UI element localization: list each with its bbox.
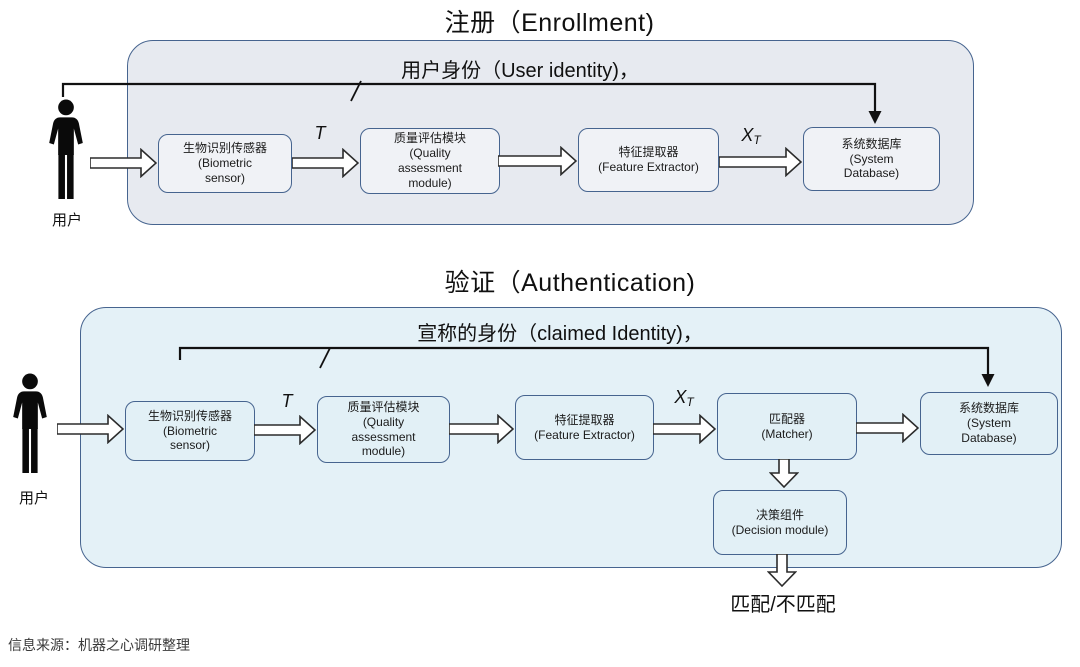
x-var-subscript: T [753, 133, 761, 147]
flow-arrow-icon [90, 148, 157, 178]
enrollment-template-var: T [305, 123, 335, 144]
t-var-label: T [281, 391, 293, 411]
authentication-feature-var: XT [666, 387, 702, 409]
flow-arrow-icon [292, 148, 359, 178]
flow-arrow-icon [57, 414, 124, 444]
enrollment-system-database-box: 系统数据库 (System Database) [803, 127, 940, 191]
flow-arrow-icon [856, 413, 919, 443]
authentication-feature-extractor-box: 特征提取器 (Feature Extractor) [515, 395, 654, 460]
authentication-biometric-sensor-box: 生物识别传感器 (Biometric sensor) [125, 401, 255, 461]
authentication-template-var: T [272, 391, 302, 412]
flow-arrow-down-icon [767, 554, 797, 587]
enrollment-identity-label: 用户身份（User identity)， [401, 60, 639, 82]
authentication-system-database-box: 系统数据库 (System Database) [920, 392, 1058, 455]
t-var-label: T [314, 123, 326, 143]
authentication-decision-module-box: 决策组件 (Decision module) [713, 490, 847, 555]
user-icon [13, 373, 47, 473]
enrollment-biometric-sensor-box: 生物识别传感器 (Biometric sensor) [158, 134, 292, 193]
enrollment-feature-extractor-box: 特征提取器 (Feature Extractor) [578, 128, 719, 192]
authentication-quality-assessment-box: 质量评估模块 (Quality assessment module) [317, 396, 450, 463]
flow-arrow-down-icon [769, 459, 799, 488]
source-note: 信息来源：机器之心调研整理 [8, 637, 190, 653]
authentication-user-label: 用户 [18, 490, 49, 507]
x-var-subscript: T [686, 395, 694, 409]
user-icon [49, 99, 83, 199]
enrollment-feature-var: XT [733, 125, 769, 147]
authentication-title: 验证（Authentication) [444, 269, 696, 297]
authentication-matcher-box: 匹配器 (Matcher) [717, 393, 857, 460]
authentication-identity-label: 宣称的身份（claimed Identity)， [417, 323, 703, 345]
flow-arrow-icon [719, 147, 802, 177]
flow-arrow-icon [449, 414, 514, 444]
x-var-label: X [674, 387, 687, 407]
x-var-label: X [741, 125, 754, 145]
flow-arrow-icon [653, 414, 716, 444]
enrollment-title: 注册（Enrollment) [444, 9, 655, 37]
enrollment-user-label: 用户 [51, 212, 82, 229]
flow-arrow-icon [498, 146, 577, 176]
enrollment-quality-assessment-box: 质量评估模块 (Quality assessment module) [360, 128, 500, 194]
flow-arrow-icon [254, 415, 316, 445]
match-result-label: 匹配/不匹配 [730, 594, 836, 616]
